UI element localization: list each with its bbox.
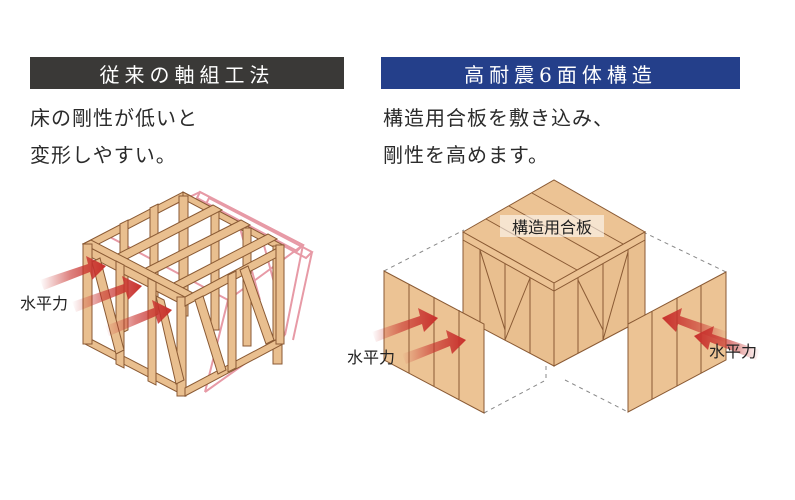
structural-plywood-label: 構造用合板	[512, 218, 592, 237]
six-sided-description: 構造用合板を敷き込み、 剛性を高めます。	[383, 100, 614, 174]
horizontal-force-arrows-right	[372, 308, 760, 364]
floor-joists	[81, 204, 279, 299]
force-arrow-icon	[105, 300, 172, 336]
right-force-label-left: 水平力	[347, 348, 395, 367]
traditional-method-title: 従来の軸組工法	[30, 57, 344, 89]
board-label-backdrop	[500, 215, 604, 237]
left-force-label: 水平力	[20, 294, 68, 313]
force-arrow-icon	[372, 308, 438, 342]
front-right-wall	[184, 244, 285, 397]
traditional-desc-line-2: 変形しやすい。	[30, 143, 177, 167]
assembly-guide-lines	[383, 229, 727, 414]
six-sided-desc-line-2: 剛性を高めます。	[383, 143, 549, 167]
force-arrow-icon	[40, 256, 106, 290]
six-sided-desc-line-1: 構造用合板を敷き込み、	[383, 106, 614, 130]
traditional-desc-line-1: 床の剛性が低いと	[30, 106, 198, 130]
force-arrow-icon	[72, 276, 142, 312]
horizontal-force-arrows-left	[40, 256, 172, 336]
right-force-label-right: 水平力	[709, 342, 757, 361]
six-sided-diagram: 構造用合板 水平力 水平力	[347, 179, 760, 414]
front-left-wall	[82, 243, 187, 397]
traditional-description: 床の剛性が低いと 変形しやすい。	[30, 100, 198, 174]
force-arrow-icon	[694, 326, 760, 360]
force-arrow-icon	[402, 330, 466, 364]
traditional-frame-diagram: 水平力	[20, 190, 314, 397]
six-sided-structure-title: 高耐震6面体構造	[381, 57, 740, 89]
